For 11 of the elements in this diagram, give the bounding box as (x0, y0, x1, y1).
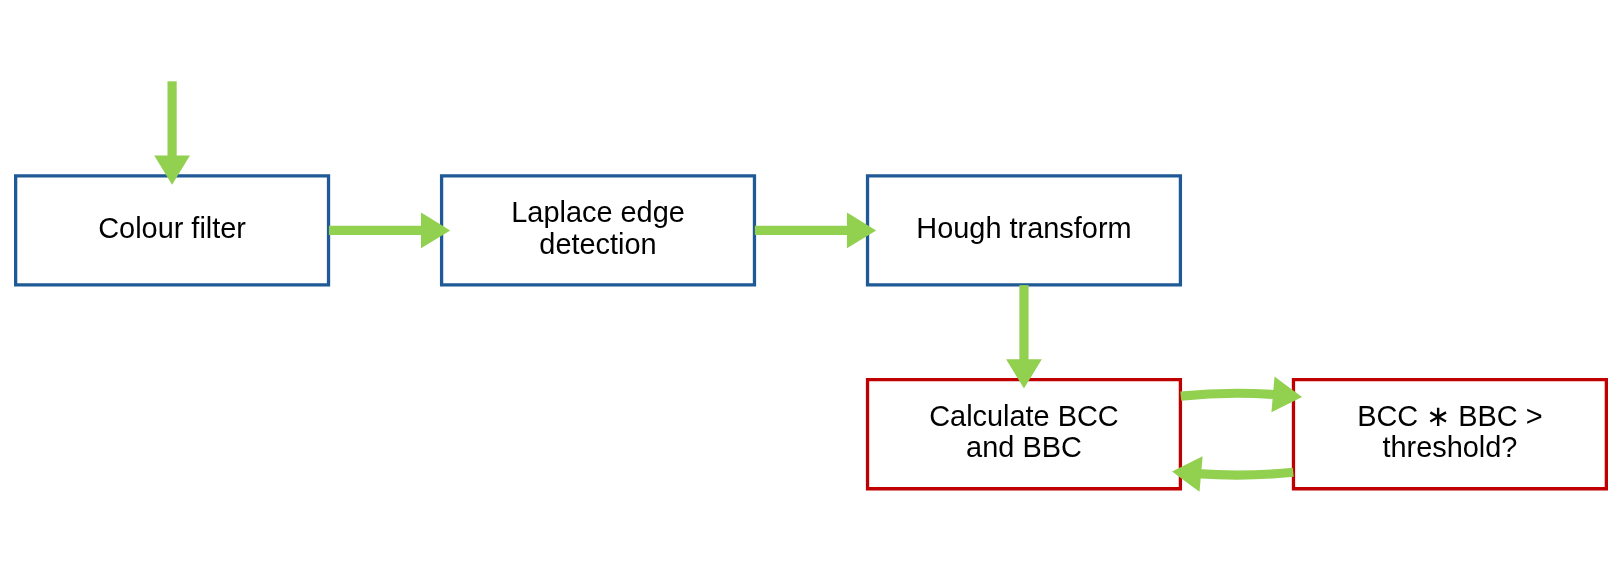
node-box: Laplace edge detection (439, 173, 756, 287)
node-box: Hough transform (865, 173, 1182, 287)
arrow (328, 212, 450, 248)
node-box: BCC ∗ BBC > threshold? (1291, 377, 1608, 490)
arrow (754, 212, 876, 248)
arrow (153, 80, 190, 185)
arrow (1005, 284, 1042, 388)
arrow (1179, 376, 1302, 412)
node-box: Colour filter (13, 173, 330, 287)
node-box: Calculate BCC and BBC (865, 377, 1182, 490)
arrow (1171, 455, 1294, 492)
